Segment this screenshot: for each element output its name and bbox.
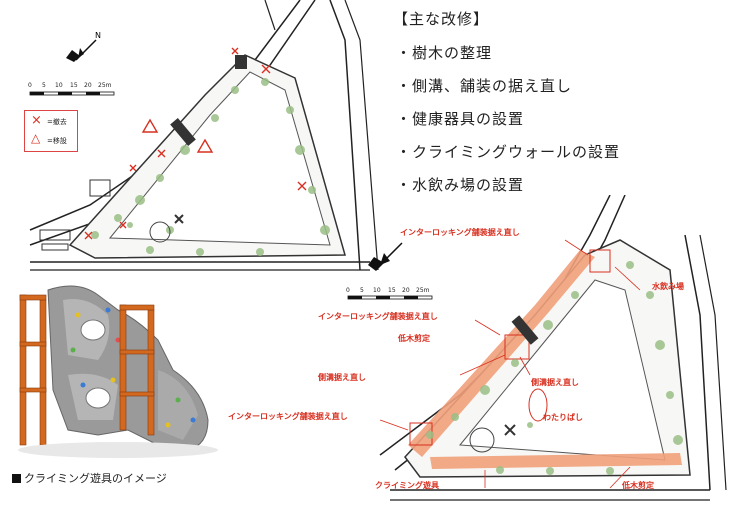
scale-tick: 10 (373, 287, 381, 294)
climbing-wall-image (18, 285, 218, 458)
scale-bar (347, 295, 433, 300)
scale-tick: 10 (55, 82, 63, 89)
remove-symbol: × (31, 113, 42, 128)
site-plan-after (347, 195, 727, 501)
scale-tick: 0 (28, 82, 32, 89)
scale-tick: 15 (70, 82, 78, 89)
scale-bar (29, 91, 115, 96)
scale-tick: 5 (42, 82, 46, 89)
scale-tick: 20 (84, 82, 92, 89)
climbing-image-caption: クライミング遊具のイメージ (12, 470, 167, 486)
label-water-fountain: 水飲み場 (652, 282, 684, 291)
square-bullet-icon (12, 474, 21, 483)
label-interlocking-mid: インターロッキング舗装据え直し (318, 312, 438, 321)
improvement-item: ・水飲み場の設置 (396, 176, 525, 194)
label-gutter-left: 側溝据え直し (318, 373, 366, 382)
improvement-item: ・クライミングウォールの設置 (396, 143, 621, 161)
north-arrow-icon (368, 242, 403, 271)
label-watari-bashi: わたりばし (543, 413, 583, 422)
north-arrow-icon: N (66, 31, 101, 62)
label-interlocking-top: インターロッキング舗装据え直し (400, 228, 520, 237)
scale-tick: 5 (360, 287, 364, 294)
improvement-item: ・樹木の整理 (396, 44, 493, 62)
relocate-symbol: △ (31, 131, 41, 145)
scale-tick: 25m (98, 82, 112, 89)
label-interlocking-bottom: インターロッキング舗装据え直し (228, 412, 348, 421)
scale-tick: 15 (388, 287, 396, 294)
legend-relocate-label: =移設 (47, 137, 67, 145)
scale-tick: 20 (402, 287, 410, 294)
improvement-item: ・側溝、舗装の据え直し (396, 77, 573, 95)
svg-text:N: N (95, 31, 101, 40)
label-climbing: クライミング遊具 (375, 481, 439, 490)
map-legend: × =撤去 △ =移設 (24, 110, 78, 152)
improvement-item: ・健康器具の設置 (396, 110, 525, 128)
site-plan-before: N (29, 0, 379, 271)
improvements-heading: 【主な改修】 (393, 10, 490, 28)
label-low-tree-pruning-top: 低木剪定 (398, 334, 430, 343)
label-gutter-right: 側溝据え直し (531, 378, 579, 387)
legend-remove-label: =撤去 (47, 118, 67, 126)
scale-tick: 0 (346, 287, 350, 294)
label-low-tree-pruning-bottom: 低木剪定 (622, 481, 654, 490)
scale-tick: 25m (416, 287, 430, 294)
caption-text: クライミング遊具のイメージ (24, 472, 167, 485)
